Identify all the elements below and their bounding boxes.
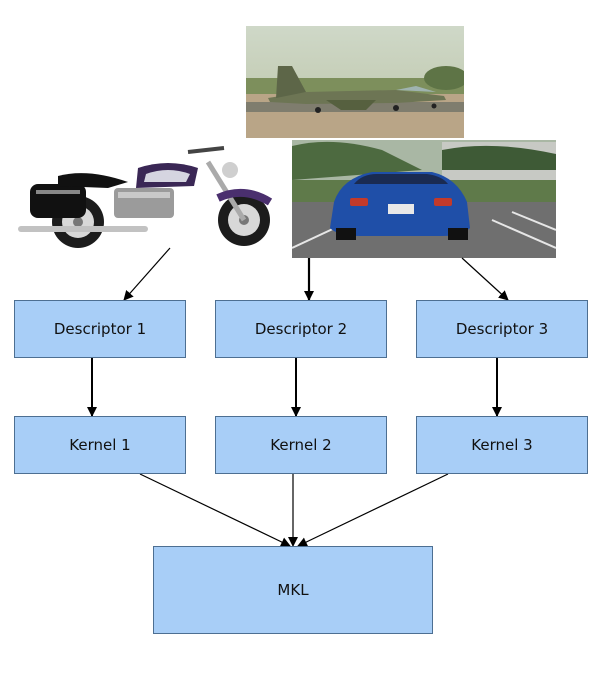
airplane-image: [246, 26, 464, 138]
arrow-motorcycle-to-descriptor-1: [123, 247, 171, 301]
descriptor-3-label: Descriptor 3: [455, 320, 549, 338]
motorcycle-illustration: [18, 142, 288, 252]
kernel-3-label: Kernel 3: [471, 436, 533, 454]
descriptor-3-box: Descriptor 3: [416, 300, 588, 358]
airplane-illustration: [246, 26, 464, 138]
arrow-kernel-3-to-mkl: [297, 473, 449, 547]
kernel-1-label: Kernel 1: [69, 436, 131, 454]
car-image: [292, 140, 556, 258]
descriptor-2-label: Descriptor 2: [254, 320, 348, 338]
motorcycle-image: [18, 142, 288, 252]
descriptor-1-label: Descriptor 1: [53, 320, 147, 338]
car-illustration: [292, 140, 556, 258]
mkl-box: MKL: [153, 546, 433, 634]
kernel-2-label: Kernel 2: [270, 436, 332, 454]
kernel-2-box: Kernel 2: [215, 416, 387, 474]
descriptor-1-box: Descriptor 1: [14, 300, 186, 358]
arrow-kernel-1-to-mkl: [139, 473, 291, 547]
mkl-label: MKL: [277, 581, 309, 599]
descriptor-2-box: Descriptor 2: [215, 300, 387, 358]
kernel-3-box: Kernel 3: [416, 416, 588, 474]
arrow-car-to-descriptor-3: [461, 257, 509, 301]
kernel-1-box: Kernel 1: [14, 416, 186, 474]
